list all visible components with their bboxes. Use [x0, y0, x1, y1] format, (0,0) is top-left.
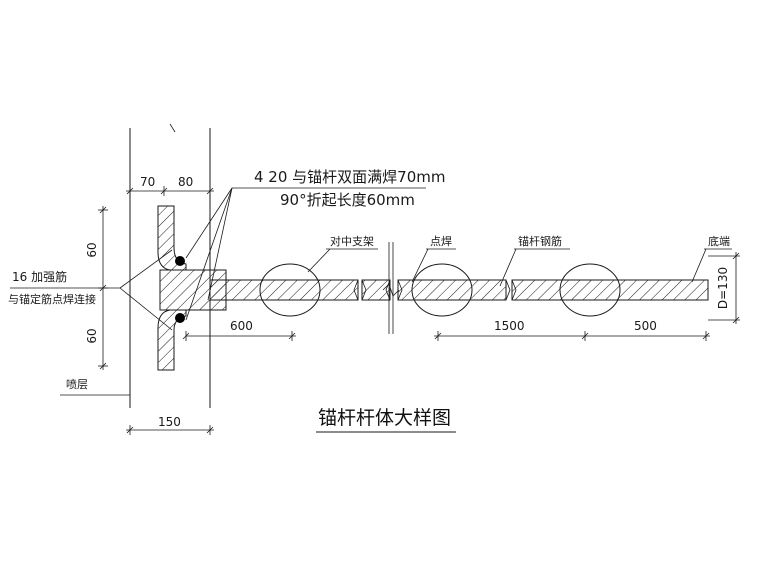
top-dimension: 70 80	[126, 175, 214, 196]
bent-reinforcement-bars	[157, 205, 187, 371]
dim-60-bottom: 60	[85, 328, 99, 343]
weld-dot-bottom	[175, 313, 185, 323]
dimension-600: 600	[182, 319, 296, 341]
anchor-rod	[209, 279, 709, 301]
dim-60-top: 60	[85, 242, 99, 257]
weld-dots	[175, 256, 185, 323]
drawing-title: 锚杆杆体大样图	[318, 407, 451, 429]
label-shotcrete: 喷层	[66, 378, 88, 391]
left-note-line1: 16 加强筋	[12, 269, 67, 284]
dim-80: 80	[178, 175, 193, 189]
dim-70: 70	[140, 175, 155, 189]
top-note-line2: 90°折起长度60mm	[280, 191, 415, 209]
label-anchor-rebar: 锚杆钢筋	[518, 234, 562, 248]
left-note-line2: 与锚定筋点焊连接	[8, 292, 96, 306]
dim-600: 600	[230, 319, 253, 333]
dim-1500: 1500	[494, 319, 525, 333]
weld-dot-top	[175, 256, 185, 266]
dim-500: 500	[634, 319, 657, 333]
centering-brackets	[259, 263, 621, 317]
break-lines	[382, 242, 400, 334]
diameter-dimension: D=130	[708, 252, 740, 324]
label-spot-weld: 点焊	[430, 234, 452, 248]
label-centering-bracket: 对中支架	[330, 234, 374, 248]
dim-d130: D=130	[716, 267, 730, 309]
dim-150: 150	[158, 415, 181, 429]
leader-lines	[10, 187, 732, 396]
top-note-line1: 4 20 与锚杆双面满焊70mm	[254, 168, 445, 186]
dimension-1500-500: 1500 500	[434, 319, 710, 341]
label-bottom-end: 底端	[708, 234, 730, 248]
shotcrete-layer	[129, 123, 211, 408]
dimension-150: 150	[126, 415, 214, 435]
